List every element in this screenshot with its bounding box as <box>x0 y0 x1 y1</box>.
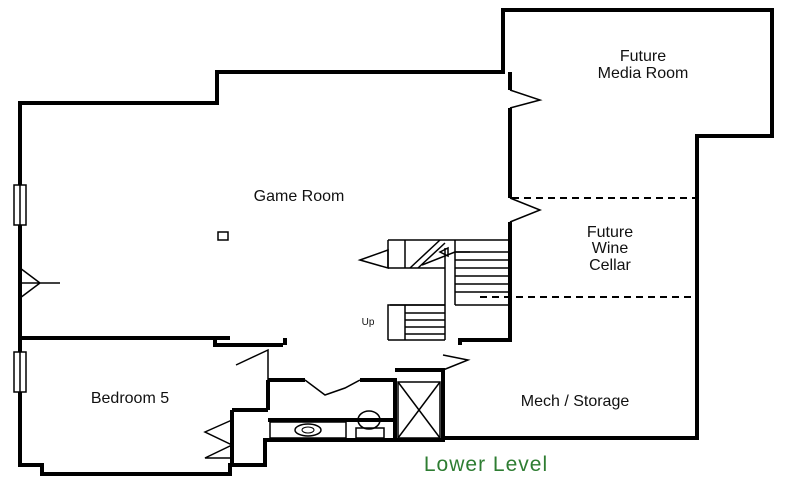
label-bedroom: Bedroom 5 <box>91 390 169 407</box>
toilet-icon <box>355 410 385 439</box>
door-wine-cellar <box>509 197 543 223</box>
label-wine-cellar-line1: Future <box>587 224 633 241</box>
window-game-room <box>13 184 27 226</box>
window-bedroom <box>13 351 27 393</box>
door-media-room <box>509 89 543 109</box>
label-media-room-line2: Media Room <box>598 65 689 82</box>
interior-wall-bedroom-north <box>20 336 287 347</box>
door-mech <box>442 354 471 371</box>
door-bedroom <box>235 348 269 380</box>
interior-wall-bathroom <box>268 368 445 440</box>
label-media-room-line1: Future <box>620 48 666 65</box>
door-bedroom-closet <box>203 419 234 459</box>
staircase <box>387 239 510 341</box>
label-mech-storage: Mech / Storage <box>521 393 630 410</box>
sink-icon <box>269 421 347 439</box>
door-stair-closet <box>357 248 389 269</box>
door-bath <box>304 379 361 396</box>
stair-treads <box>405 239 510 335</box>
label-wine-cellar-line3: Cellar <box>589 257 631 274</box>
interior-wall-bedroom-east <box>230 380 270 465</box>
interior-wall-game-room-east <box>458 72 512 345</box>
label-wine-cellar-line2: Wine <box>592 240 629 257</box>
label-stairs-up: Up <box>362 317 375 328</box>
label-game-room: Game Room <box>254 188 345 205</box>
column <box>217 231 229 241</box>
mech-closet-x <box>397 381 441 439</box>
level-title: Lower Level <box>424 453 548 476</box>
stair-arrow-icon <box>421 246 470 266</box>
door-west-double <box>19 267 60 299</box>
